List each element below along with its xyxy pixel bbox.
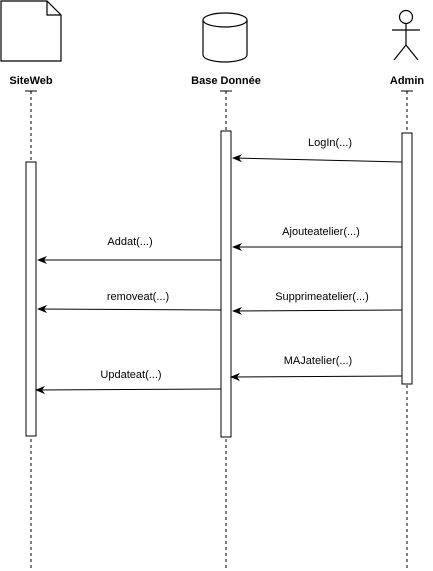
message-login[interactable]: LogIn(...): [232, 137, 403, 163]
activation-bar-siteweb: [25, 161, 37, 437]
message-label: Updateat(...): [100, 369, 161, 381]
participant-database[interactable]: Base Donnée: [191, 12, 261, 568]
database-icon: [202, 12, 248, 63]
actor-icon: [392, 9, 420, 61]
message-ajouteatelier[interactable]: Ajouteatelier(...): [232, 226, 402, 251]
message-label: Ajouteatelier(...): [282, 226, 360, 238]
participant-database-label: Base Donnée: [191, 75, 261, 87]
message-arrow: [37, 305, 222, 314]
message-updateat[interactable]: Updateat(...): [35, 369, 222, 394]
document-icon: [0, 0, 62, 62]
message-label: Addat(...): [107, 236, 152, 248]
message-majatelier[interactable]: MAJatelier(...): [230, 355, 403, 381]
participant-siteweb[interactable]: SiteWeb: [0, 0, 62, 568]
participant-siteweb-label: SiteWeb: [9, 75, 52, 87]
participant-admin-label: Admin: [390, 75, 425, 87]
activation-bar-database: [220, 130, 232, 438]
message-addat[interactable]: Addat(...): [37, 236, 221, 264]
message-label: MAJatelier(...): [284, 355, 352, 367]
message-removeat[interactable]: removeat(...): [37, 291, 222, 314]
activation-bar-admin: [401, 132, 413, 385]
participant-admin[interactable]: Admin: [390, 9, 425, 569]
message-supprimeatelier[interactable]: Supprimeatelier(...): [232, 291, 403, 315]
message-arrow: [232, 306, 403, 315]
message-arrow: [232, 154, 403, 163]
message-arrow: [35, 385, 222, 394]
message-label: Supprimeatelier(...): [275, 291, 369, 303]
message-label: LogIn(...): [308, 137, 352, 149]
message-label: removeat(...): [107, 291, 169, 303]
message-arrow: [230, 372, 403, 381]
